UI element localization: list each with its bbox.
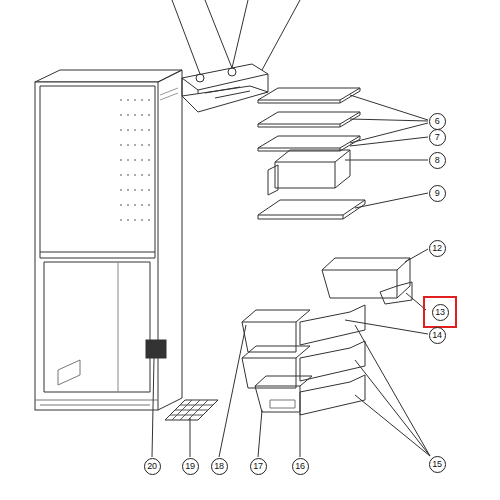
callout-text: 8 [435,156,440,165]
callout-text: 15 [432,460,441,469]
callout-number: 7 [429,129,446,146]
callout-number: 17 [250,458,267,475]
callout-number: 12 [429,240,446,257]
callout-text: 12 [432,244,441,253]
callout-text: 6 [435,117,440,126]
callout-number: 16 [292,458,309,475]
callout-number: 9 [429,185,446,202]
callout-number: 18 [211,458,228,475]
callout-number: 8 [429,152,446,169]
callout-number: 19 [182,458,199,475]
callout-text: 14 [432,331,441,340]
callout-number: 15 [429,456,446,473]
callout-text: 7 [435,133,440,142]
callout-text: 16 [295,462,304,471]
callout-text: 13 [435,308,444,317]
callout-text: 17 [253,462,262,471]
callout-number: 20 [144,458,161,475]
callout-number: 13 [432,304,449,321]
callout-text: 20 [147,462,156,471]
callout-number: 6 [429,113,446,130]
callout-number: 14 [429,327,446,344]
callout-text: 9 [435,189,440,198]
callout-text: 19 [185,462,194,471]
callout-text: 18 [214,462,223,471]
